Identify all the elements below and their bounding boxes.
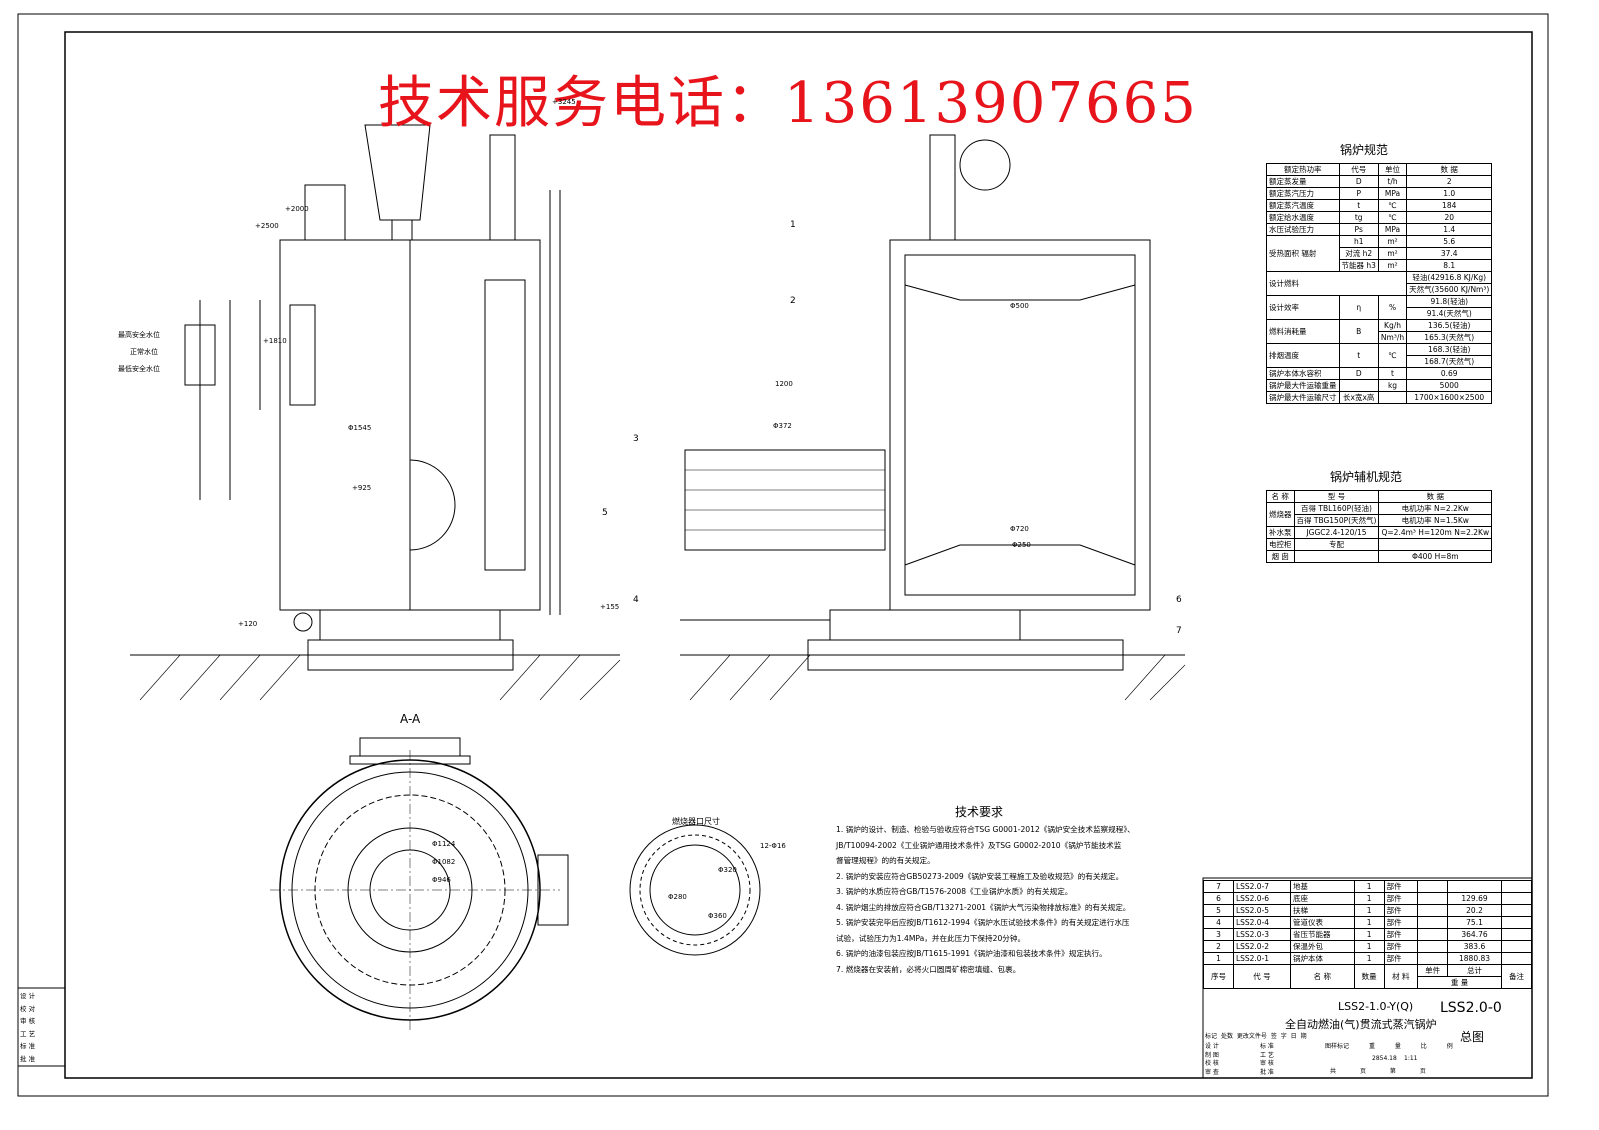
- water-level-normal: 正常水位: [130, 348, 158, 356]
- dim-1545: Φ1545: [348, 424, 372, 432]
- outer-border: [17, 13, 1549, 1097]
- table-row: 百得 TBG150P(天然气)电机功率 N=1.5Kw: [1267, 514, 1493, 527]
- scale: 1:11: [1404, 1055, 1418, 1062]
- callout-7: 7: [1176, 626, 1182, 636]
- dim-1810: +1810: [263, 337, 287, 345]
- dim-250: Φ250: [1012, 541, 1031, 549]
- dim-155: +155: [600, 603, 620, 611]
- dim-500: Φ500: [1010, 302, 1029, 310]
- ground-hatch-middle: [680, 654, 1186, 701]
- revision-headers: 标记 处数 更改文件号 签 字 日 期: [1205, 1033, 1307, 1040]
- aux-spec-title: 锅炉辅机规范: [1330, 470, 1403, 484]
- callout-4: 4: [633, 595, 639, 605]
- stage-headers: 图样标记 重 量 比 例: [1325, 1043, 1453, 1050]
- sheet-count: 共 页 第 页: [1330, 1068, 1426, 1075]
- total-weight: 2854.18: [1372, 1055, 1397, 1062]
- aux-spec-table: 名 称型 号数 据 燃烧器百得 TBL160P(轻油)电机功率 N=2.2Kw …: [1266, 490, 1493, 563]
- dim-946: Φ946: [432, 876, 451, 884]
- table-header: 名 称型 号数 据: [1266, 490, 1493, 503]
- table-row: 电控柜专配: [1266, 538, 1493, 551]
- burner-flange-view: [629, 824, 761, 956]
- dim-top: +3245: [552, 98, 576, 106]
- left-strip-frame: [17, 987, 66, 1067]
- dim-bolt-holes: 12-Φ16: [760, 842, 786, 850]
- table-row: 燃烧器百得 TBL160P(轻油)电机功率 N=2.2Kw: [1266, 502, 1493, 527]
- section-label: A-A: [400, 712, 421, 726]
- boiler-spec-title: 锅炉规范: [1340, 143, 1389, 157]
- callout-6: 6: [1176, 595, 1182, 605]
- product-name: 全自动燃油(气)贯流式蒸汽锅炉: [1285, 1018, 1437, 1031]
- dim-1082: Φ1082: [432, 858, 456, 866]
- dim-720: Φ720: [1010, 525, 1029, 533]
- dim-120: +120: [238, 620, 258, 628]
- inner-frame: [64, 31, 1533, 1079]
- drawing-name: 总图: [1460, 1030, 1485, 1044]
- left-elevation-view: [184, 124, 561, 671]
- callout-3: 3: [633, 434, 639, 444]
- callout-1: 1: [790, 220, 796, 230]
- tech-title: 技术要求: [955, 805, 1004, 819]
- dim-2500: +2500: [255, 222, 279, 230]
- tech-requirements: 1. 锅炉的设计、制造、检验与验收应符合TSG G0001-2012《锅炉安全技…: [836, 825, 1135, 974]
- table-header: 额定热功率代号单位数 据: [1266, 163, 1493, 176]
- ground-hatch-left: [130, 654, 621, 701]
- table-header: 序号代 号名 称数量材 料单件总计备注: [1203, 964, 1533, 989]
- left-signature-strip: 设 计校 对审 核工 艺标 准批 准: [20, 992, 36, 1063]
- water-level-high: 最高安全水位: [118, 331, 160, 339]
- dim-360: Φ360: [708, 912, 727, 920]
- dim-925: +925: [352, 484, 372, 492]
- dim-1200: 1200: [775, 380, 793, 388]
- dim-320: Φ320: [718, 866, 737, 874]
- dim-372: Φ372: [773, 422, 792, 430]
- callout-2: 2: [790, 296, 796, 306]
- dim-280: Φ280: [668, 893, 687, 901]
- drawing-number: LSS2.0-0: [1440, 1000, 1502, 1016]
- role-column: 设 计制 图校 核审 查: [1205, 1043, 1219, 1076]
- middle-elevation-view: [680, 134, 1151, 671]
- phone-banner: 技术服务电话：13613907665: [378, 71, 1198, 136]
- role-column-2: 标 准工 艺审 核批 准: [1260, 1043, 1274, 1076]
- model-number: LSS2-1.0-Y(Q): [1338, 1000, 1414, 1013]
- dim-1124: Φ1124: [432, 840, 456, 848]
- flange-title: 燃烧器口尺寸: [672, 817, 720, 826]
- title-block-frame: [1202, 877, 1533, 1079]
- water-level-low: 最低安全水位: [118, 365, 160, 373]
- section-a-a-view: [270, 737, 569, 1030]
- dim-2000: +2000: [285, 205, 309, 213]
- callout-5: 5: [602, 508, 608, 518]
- table-row: 设计燃料轻油(42916.8 KJ/Kg): [1265, 271, 1493, 296]
